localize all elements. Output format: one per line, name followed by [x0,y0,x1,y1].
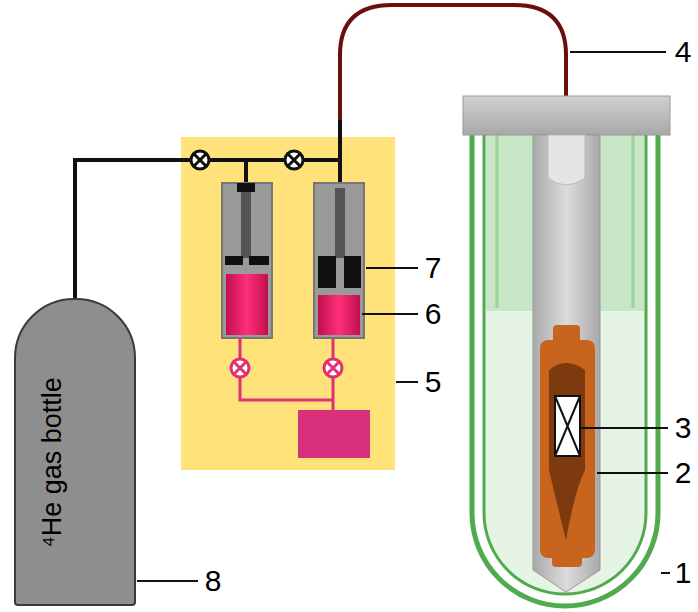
dewar [463,96,670,606]
leader-line [137,52,670,581]
bottle-label: ⁴He gas bottle [39,377,66,548]
callout-number: 8 [205,566,222,596]
valve [191,151,303,169]
syringe [314,183,364,338]
gas-bottle: ⁴He gas bottle [14,298,136,606]
callout-number: 5 [425,367,442,397]
callout-number: 4 [675,37,692,67]
valve [231,359,342,377]
callout-number: 3 [675,413,692,443]
callout-number: 7 [425,253,442,283]
syringe [222,183,272,338]
callout-number: 6 [425,299,442,329]
gas-line [338,118,342,190]
control-panel [181,137,395,470]
callout-number: 2 [675,458,692,488]
callout-number: 1 [675,558,692,588]
liquid-line [240,338,333,412]
gas-line [75,160,340,300]
reservoir [298,410,370,458]
sample-cell [540,325,595,567]
